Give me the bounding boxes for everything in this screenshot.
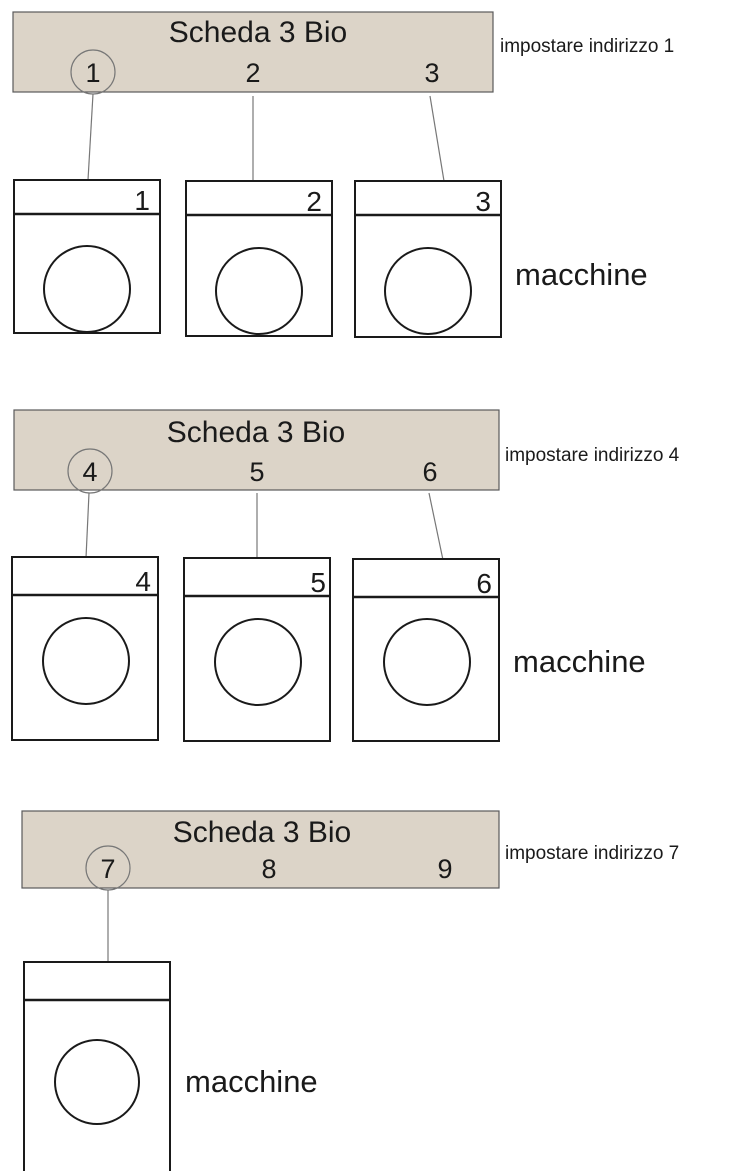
wire-2-4 <box>85 492 90 559</box>
machine-5: 5 <box>183 557 331 742</box>
machine-5-number: 5 <box>310 567 326 598</box>
board-2-port-6: 6 <box>422 457 437 487</box>
machine-4: 4 <box>11 556 159 741</box>
machines-label-1: macchine <box>515 257 648 292</box>
board-2-port-highlight <box>67 448 113 494</box>
machine-3-number: 3 <box>475 186 491 217</box>
machine-1: 1 <box>13 179 161 334</box>
machine-2: 2 <box>185 180 333 337</box>
board-3-port-7: 7 <box>100 854 115 884</box>
board-3 <box>21 810 500 889</box>
board-1-title: Scheda 3 Bio <box>169 16 347 49</box>
wire-2-6 <box>428 492 444 561</box>
machines-label-2: macchine <box>513 644 646 679</box>
board-3-port-9: 9 <box>437 854 452 884</box>
board-3-title: Scheda 3 Bio <box>173 816 351 849</box>
machine-6: 6 <box>352 558 500 742</box>
group-3: Scheda 3 Bio 7 8 9 impostare indirizzo 7… <box>21 810 679 1171</box>
board-2-port-4: 4 <box>82 457 97 487</box>
board-1-port-3: 3 <box>424 58 439 88</box>
board-3-port-8: 8 <box>261 854 276 884</box>
machine-2-number: 2 <box>306 186 322 217</box>
board-3-address-label: impostare indirizzo 7 <box>505 843 679 864</box>
machine-4-number: 4 <box>135 566 151 597</box>
wire-1-3 <box>429 95 445 182</box>
group-2: Scheda 3 Bio 4 5 6 impostare indirizzo 4… <box>11 409 680 742</box>
machine-7 <box>23 961 171 1171</box>
board-1-address-label: impostare indirizzo 1 <box>500 36 674 57</box>
machines-label-3: macchine <box>185 1064 318 1099</box>
board-1 <box>12 11 494 93</box>
board-2-address-label: impostare indirizzo 4 <box>505 445 680 466</box>
board-2-port-5: 5 <box>249 457 264 487</box>
board-1-port-1: 1 <box>85 58 100 88</box>
board-2-title: Scheda 3 Bio <box>167 416 345 449</box>
machine-1-number: 1 <box>134 185 150 216</box>
machine-3: 3 <box>354 180 502 338</box>
machine-6-number: 6 <box>476 568 492 599</box>
board-1-port-2: 2 <box>245 58 260 88</box>
wire-1-1 <box>87 93 94 181</box>
group-1: Scheda 3 Bio 1 2 3 impostare indirizzo 1… <box>12 11 674 338</box>
